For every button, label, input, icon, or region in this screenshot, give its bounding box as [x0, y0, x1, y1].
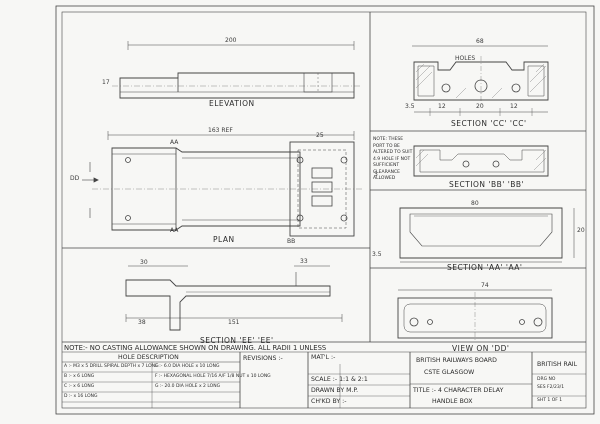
- dim-cc-3-5: 3.5: [405, 103, 415, 110]
- view-on-dd-title: VIEW ON 'DD': [452, 344, 510, 353]
- section-ee-view: [125, 265, 343, 331]
- section-bb-title: SECTION 'BB' 'BB': [449, 180, 525, 189]
- sheet-border: [55, 5, 595, 415]
- hole-row-f: F :- HEXAGONAL HOLE 7/16 A/F 1/8 NUT x 1…: [155, 374, 271, 379]
- hole-row-a: A :- M3 x 5 DRILL SPIRAL DEPTH x 7 LONG: [64, 364, 159, 369]
- plan-view: [82, 131, 362, 237]
- plan-cut-aa-bottom: AA: [170, 227, 179, 234]
- drawing-number: SES F2/23/1: [537, 385, 565, 390]
- dim-dd-74: 74: [481, 282, 489, 289]
- dim-ee-38: 38: [138, 319, 146, 326]
- section-cc-title: SECTION 'CC' 'CC': [451, 119, 527, 128]
- dim-elevation-length: 200: [225, 37, 237, 44]
- plan-cut-bb: BB: [287, 238, 296, 245]
- dim-plan-dd: DD: [70, 175, 80, 182]
- material-label: MAT'L :-: [311, 354, 336, 361]
- dim-ee-151: 151: [228, 319, 240, 326]
- view-on-dd: [397, 289, 553, 340]
- dim-cc-12b: 12: [510, 103, 518, 110]
- hole-row-c: C :- x 6 LONG: [64, 384, 95, 389]
- hole-row-b: B :- x 6 LONG: [64, 374, 95, 379]
- section-cc-view: [412, 45, 549, 116]
- plan-cut-aa-top: AA: [170, 139, 179, 146]
- hole-row-d: D :- x 16 LONG: [64, 394, 98, 399]
- plan-title: PLAN: [213, 235, 235, 244]
- checked-by-label: CH'KD BY :-: [311, 398, 347, 405]
- section-aa-view: [399, 207, 575, 263]
- board-name: BRITISH RAILWAYS BOARD: [416, 357, 497, 364]
- casting-note: NOTE:- NO CASTING ALLOWANCE SHOWN ON DRA…: [64, 344, 327, 352]
- dim-bb-3: 3: [374, 171, 378, 178]
- holes-note: HOLES: [455, 55, 476, 62]
- drawn-by-label: DRAWN BY M.P.: [311, 387, 359, 394]
- dim-elevation-height: 17: [102, 79, 110, 86]
- inner-border: [61, 11, 587, 409]
- section-aa-title: SECTION 'AA' 'AA': [447, 263, 523, 272]
- board-location: CSTE GLASGOW: [424, 369, 475, 376]
- dim-plan-length: 163 REF: [208, 127, 233, 134]
- hole-note: NOTE: THESE PORT TO BE ALTERED TO SUIT 4…: [373, 137, 413, 181]
- dim-plan-25: 25: [316, 132, 324, 139]
- section-ee-title: SECTION 'EE' 'EE': [200, 336, 274, 345]
- section-bb-view: [413, 145, 549, 177]
- drawing-number-label: DRG NO: [537, 377, 556, 382]
- elevation-view: [112, 41, 362, 99]
- british-rail-label: BRITISH RAIL: [537, 361, 578, 368]
- title-block-lines: [62, 341, 586, 408]
- dim-ee-30: 30: [140, 259, 148, 266]
- sheet-number: SHT 1 OF 1: [537, 398, 563, 403]
- dim-cc-68: 68: [476, 38, 484, 45]
- scale-label: SCALE :- 1:1 & 2:1: [311, 376, 368, 383]
- hole-row-e: E :- 6.0 DIA HOLE x 10 LONG: [155, 364, 220, 369]
- dim-ee-33: 33: [300, 258, 308, 265]
- dim-aa-80: 80: [471, 200, 479, 207]
- drawing-title-line2: HANDLE BOX: [432, 398, 473, 405]
- dim-aa-20: 20: [577, 227, 585, 234]
- dim-cc-12a: 12: [438, 103, 446, 110]
- elevation-title: ELEVATION: [209, 99, 255, 108]
- revisions-label: REVISIONS :-: [243, 355, 283, 362]
- drawing-title-line1: TITLE :- 4 CHARACTER DELAY: [413, 387, 504, 394]
- hole-row-g: G :- 20.0 DIA HOLE x 2 LONG: [155, 384, 221, 389]
- hole-description-heading: HOLE DESCRIPTION: [118, 354, 179, 361]
- dim-cc-20: 20: [476, 103, 484, 110]
- dim-aa-3-5: 3.5: [372, 251, 382, 258]
- section-cc-hatching: [415, 63, 547, 99]
